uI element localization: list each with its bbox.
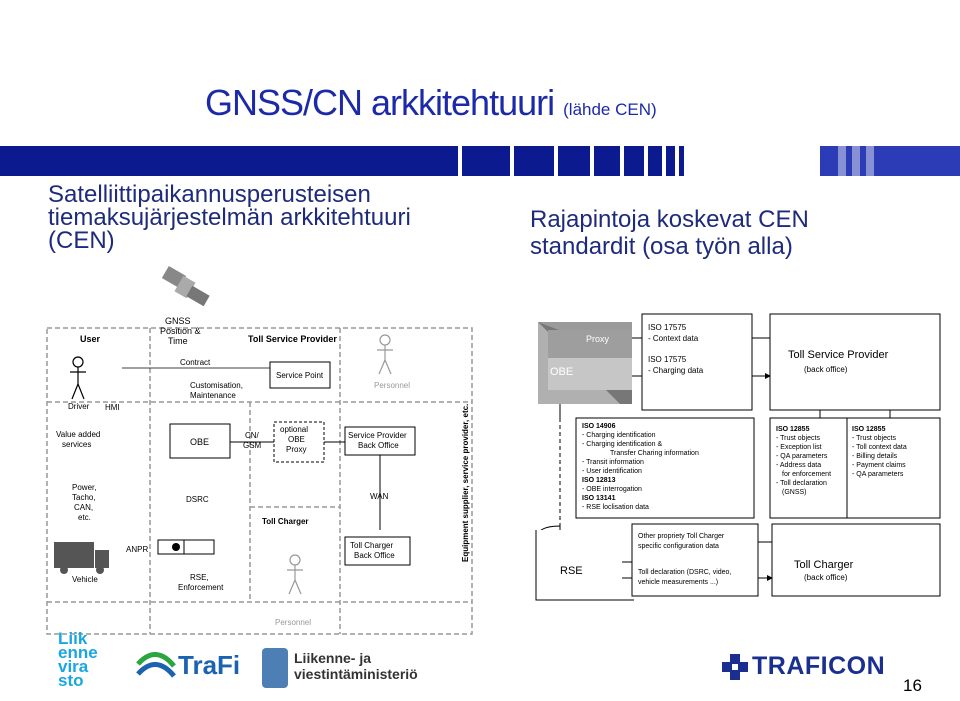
power-label: Power,Tacho,CAN,etc. <box>72 483 96 522</box>
truck-icon <box>54 542 109 574</box>
interface-diagram: Proxy OBE ISO 17575- Context data ISO 17… <box>534 313 941 601</box>
iso12855-box <box>769 417 941 519</box>
rse-label: RSE <box>560 565 583 577</box>
personnel-bottom-label: Personnel <box>275 618 311 627</box>
slide-title: GNSS/CN arkkitehtuuri (lähde CEN) <box>205 82 657 124</box>
obe-box <box>169 423 231 459</box>
tsp-sub-label: (back office) <box>804 365 848 374</box>
obe-proxy-block: Proxy OBE <box>538 322 632 404</box>
tsp-label: Toll Service Provider <box>248 334 337 344</box>
satellite-icon <box>161 265 210 307</box>
wan-label: WAN <box>370 492 389 501</box>
obe-label-right: OBE <box>550 366 573 378</box>
dsrc-label: DSRC <box>186 495 209 504</box>
iso17575-context: ISO 17575- Context data <box>648 323 699 343</box>
rse-enforcement-label: RSE,Enforcement <box>178 573 224 592</box>
user-label: User <box>80 334 101 344</box>
toll-charger-box <box>771 523 941 597</box>
traficon-symbol-icon <box>722 654 748 680</box>
customisation-label: Customisation,Maintenance <box>190 381 243 400</box>
cn-gsm-label: CN/GSM <box>243 431 262 450</box>
anpr-label: ANPR <box>126 545 148 554</box>
obe-label: OBE <box>190 437 209 447</box>
page-number: 16 <box>903 676 922 695</box>
personnel-label: Personnel <box>374 381 410 390</box>
proxy-label: Proxy <box>586 334 610 344</box>
title-source: (lähde CEN) <box>563 100 657 119</box>
equipment-label: Equipment supplier, service provider, et… <box>461 404 470 562</box>
service-point-label: Service Point <box>276 371 324 380</box>
iso17575-charging: ISO 17575- Charging data <box>648 355 704 375</box>
toll-charger-label: Toll Charger <box>262 517 309 526</box>
liikennevirasto-logo: Liik enne vira sto <box>58 629 98 690</box>
trafi-logo: TraFi <box>178 650 241 680</box>
rse-interface-box <box>631 523 759 597</box>
toll-charger-right-label: Toll Charger <box>794 559 854 571</box>
right-heading: Rajapintoja koskevat CEN standardit (osa… <box>530 206 809 260</box>
tsp-box <box>769 313 941 411</box>
toll-charger-sub-label: (back office) <box>804 573 848 582</box>
toll-decl-text: Toll declaration (DSRC, video,vehicle me… <box>638 569 731 586</box>
tsp-right-label: Toll Service Provider <box>788 349 889 361</box>
iso14906-text: ISO 14906 - Charging identification - Ch… <box>582 423 701 511</box>
personnel-figure-bottom-icon <box>287 554 303 595</box>
left-heading: Satelliittipaikannusperusteisen tiemaksu… <box>48 181 411 254</box>
iso14906-box <box>575 417 755 519</box>
iso12855-a-text: ISO 12855 - Trust objects - Exception li… <box>776 426 833 496</box>
contract-label: Contract <box>180 358 211 367</box>
title-main-text: GNSS/CN arkkitehtuuri <box>205 82 555 123</box>
optional-proxy-box <box>273 421 325 463</box>
driver-label: Driver <box>68 402 90 411</box>
diagram-frame <box>46 327 473 635</box>
rse-area <box>534 530 634 600</box>
camera-icon <box>157 539 215 555</box>
user-figure-icon <box>70 356 86 400</box>
vehicle-label: Vehicle <box>72 575 98 584</box>
ministry-logo: Liikenne- ja viestintäministeriö <box>294 650 418 682</box>
personnel-figure-icon <box>377 334 393 375</box>
hmi-label: HMI <box>105 403 120 412</box>
sp-back-office-box <box>344 426 416 456</box>
traficon-logo: TRAFICON <box>752 652 886 680</box>
tc-back-office-box <box>344 536 411 566</box>
service-point-box <box>269 361 331 389</box>
trafi-logo-icon <box>136 644 176 688</box>
ministry-crest-icon <box>262 648 288 688</box>
iso17575-box <box>641 313 753 411</box>
iso12855-b-text: ISO 12855 - Trust objects - Toll context… <box>852 426 909 478</box>
